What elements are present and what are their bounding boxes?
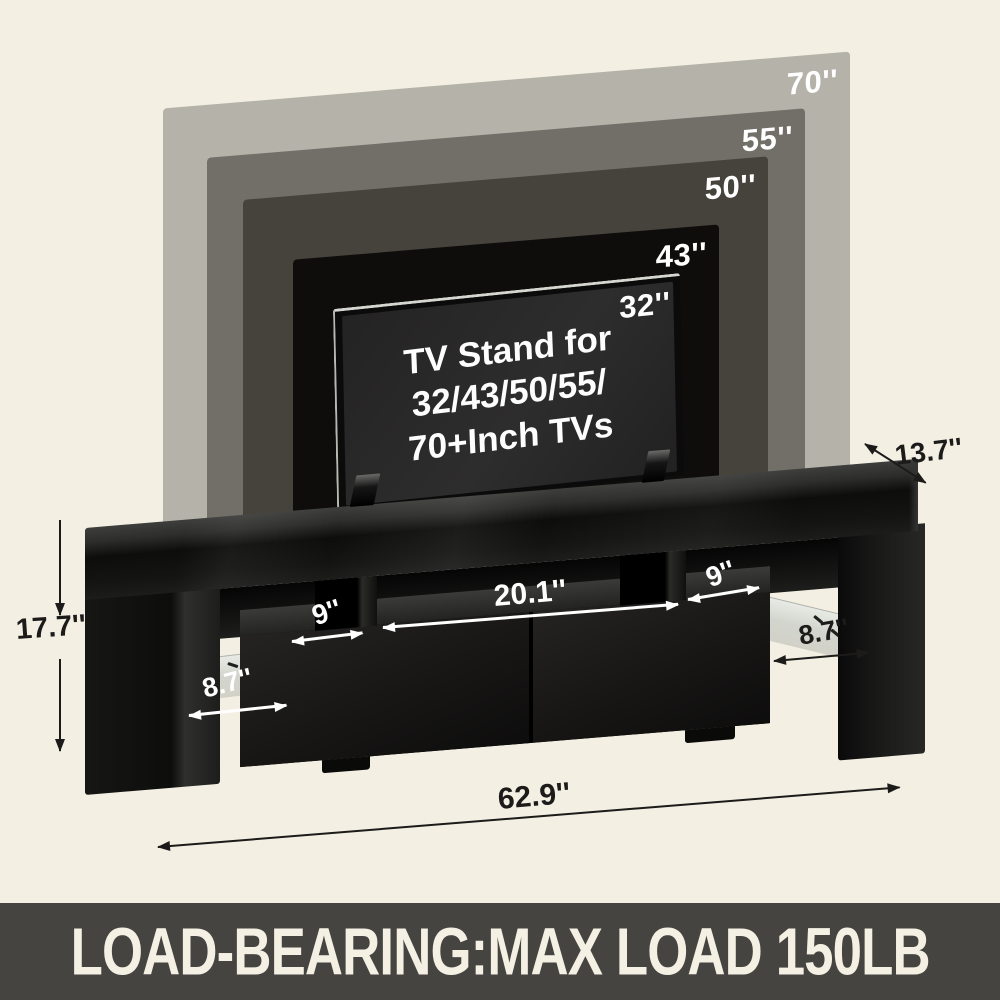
height-dimension-label: 17.7''	[14, 609, 88, 646]
total-width-label: 62.9''	[496, 776, 572, 816]
tv-size-70-label: 70''	[786, 62, 838, 102]
drawer-left	[240, 612, 529, 768]
tv-32-image: TV Stand for 32/43/50/55/ 70+Inch TVs 32…	[332, 273, 685, 511]
tv-size-50-label: 50''	[704, 167, 756, 207]
tv-size-55-label: 55''	[741, 119, 793, 159]
drawer-foot-right	[685, 726, 735, 744]
tv-size-43-label: 43''	[655, 235, 707, 275]
drawer-foot-left	[322, 756, 370, 774]
tv-headline: TV Stand for 32/43/50/55/ 70+Inch TVs	[403, 316, 616, 471]
drawer-right	[533, 592, 770, 743]
stand-left-leg	[85, 581, 220, 795]
load-bearing-text: LOAD-BEARING:MAX LOAD 150LB	[70, 913, 930, 990]
height-dimension-arrow-lower	[59, 659, 61, 751]
middle-width-label: 20.1''	[492, 573, 568, 613]
tv-size-32-label: 32''	[618, 285, 671, 326]
support-bracket-right	[620, 550, 686, 606]
load-bearing-banner: LOAD-BEARING:MAX LOAD 150LB	[0, 903, 1000, 1000]
height-dimension-arrow-upper	[59, 520, 61, 615]
